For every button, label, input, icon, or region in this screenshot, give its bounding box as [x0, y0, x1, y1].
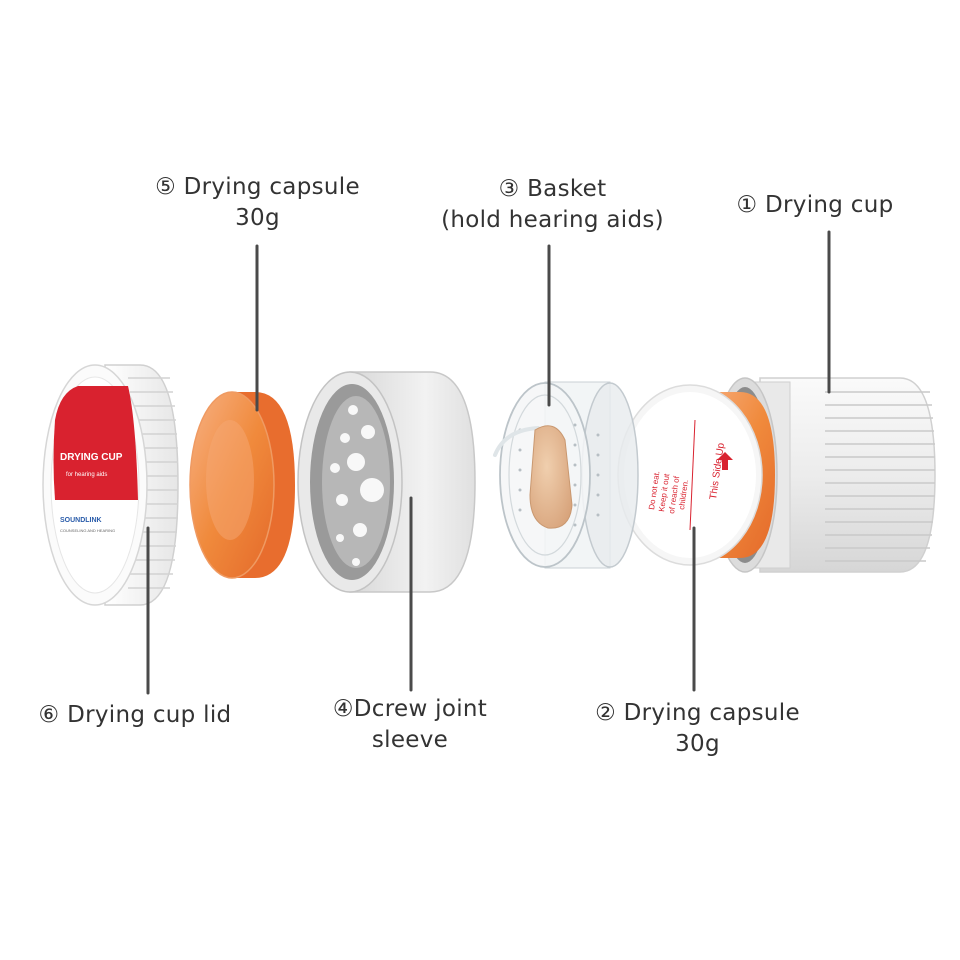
hearing-aid [529, 425, 573, 529]
basket [493, 381, 639, 569]
hearing-aid-tube [493, 426, 540, 457]
sleeve-holes [330, 405, 384, 566]
label-capsule-bottom-line2: 30g [675, 731, 720, 757]
label-basket: ③ Basket (hold hearing aids) [415, 174, 690, 236]
label-drying-cup-title: ① Drying cup [736, 192, 894, 218]
leader-lines [146, 230, 831, 695]
capsule-warning-line4: children. [677, 479, 690, 510]
lid-brand: SOUNDLINK [60, 517, 102, 524]
drying-capsule-top [189, 391, 295, 579]
lid-brand-subtitle: COUNSELING AND HEARING [60, 528, 115, 533]
label-capsule-top-line2: 30g [235, 205, 280, 231]
label-capsule-bottom-line1: ② Drying capsule [595, 700, 800, 726]
lid-red-band [53, 386, 138, 500]
label-sleeve: ④Dcrew joint sleeve [300, 694, 520, 756]
drying-cup-lid: DRYING CUP for hearing aids SOUNDLINK CO… [42, 364, 179, 606]
label-basket-line2: (hold hearing aids) [441, 207, 664, 233]
label-drying-cup: ① Drying cup [710, 190, 920, 221]
label-sleeve-line2: sleeve [371, 727, 449, 753]
drying-capsule-bottom: Do not eat. Keep it out of reach of chil… [617, 384, 775, 566]
label-lid-title: ⑥ Drying cup lid [38, 702, 232, 728]
label-capsule-top-line1: ⑤ Drying capsule [155, 174, 360, 200]
drying-cup-grip-ridges [825, 391, 935, 562]
label-sleeve-line1: ④Dcrew joint [332, 696, 488, 722]
lid-title: DRYING CUP [60, 452, 123, 463]
screw-joint-sleeve [297, 371, 476, 593]
label-capsule-top: ⑤ Drying capsule 30g [115, 172, 400, 234]
label-lid: ⑥ Drying cup lid [15, 700, 255, 731]
lid-subtitle: for hearing aids [66, 472, 107, 478]
label-basket-line1: ③ Basket [498, 176, 607, 202]
label-capsule-bottom: ② Drying capsule 30g [555, 698, 840, 760]
capsule-print-divider [689, 419, 696, 531]
arrow-up-icon [717, 452, 733, 470]
